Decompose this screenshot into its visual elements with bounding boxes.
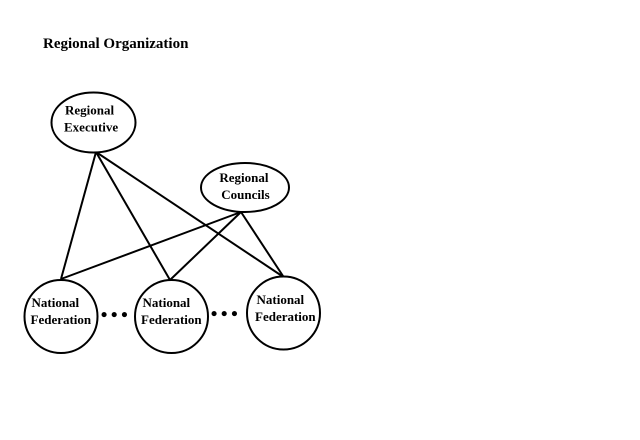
node-regional-executive: Regional Executive — [50, 91, 137, 154]
edge-group — [60, 151, 284, 281]
national-federation-1-label-line2: Federation — [31, 312, 92, 327]
edge-executive-to-federation-2 — [95, 151, 171, 281]
national-federation-1-label: National Federation — [31, 295, 92, 327]
national-federation-1-circle — [23, 279, 99, 354]
ellipsis-dots-left: ••• — [101, 305, 131, 326]
edge-councils-to-federation-3 — [240, 211, 284, 277]
node-national-federation-3: National Federation — [246, 275, 321, 351]
national-federation-2-label-line1: National — [143, 295, 191, 310]
regional-executive-ellipse — [50, 91, 137, 154]
edge-councils-to-federation-1 — [60, 211, 242, 280]
national-federation-3-label-line2: Federation — [255, 309, 316, 324]
national-federation-1-label-line1: National — [32, 295, 80, 310]
national-federation-3-label-line1: National — [257, 292, 305, 307]
regional-executive-label-line1: Regional — [65, 103, 115, 118]
regional-councils-label: Regional Councils — [219, 170, 271, 202]
edge-executive-to-federation-1 — [60, 151, 97, 280]
node-national-federation-1: National Federation — [23, 279, 99, 354]
regional-executive-label-line2: Executive — [64, 120, 118, 135]
regional-councils-label-line2: Councils — [221, 187, 269, 202]
national-federation-2-label: National Federation — [141, 295, 202, 327]
national-federation-3-circle — [246, 275, 321, 351]
regional-executive-label: Regional Executive — [64, 103, 118, 135]
national-federation-2-circle — [134, 279, 209, 354]
node-regional-councils: Regional Councils — [200, 162, 290, 213]
national-federation-2-label-line2: Federation — [141, 312, 202, 327]
edge-executive-to-federation-3 — [95, 151, 283, 277]
edge-councils-to-federation-2 — [169, 211, 242, 281]
node-national-federation-2: National Federation — [134, 279, 209, 354]
page-title: Regional Organization — [43, 36, 189, 52]
national-federation-3-label: National Federation — [255, 292, 316, 324]
regional-councils-label-line1: Regional — [219, 170, 269, 185]
regional-councils-ellipse — [200, 162, 290, 213]
ellipsis-dots-right: ••• — [211, 304, 241, 325]
